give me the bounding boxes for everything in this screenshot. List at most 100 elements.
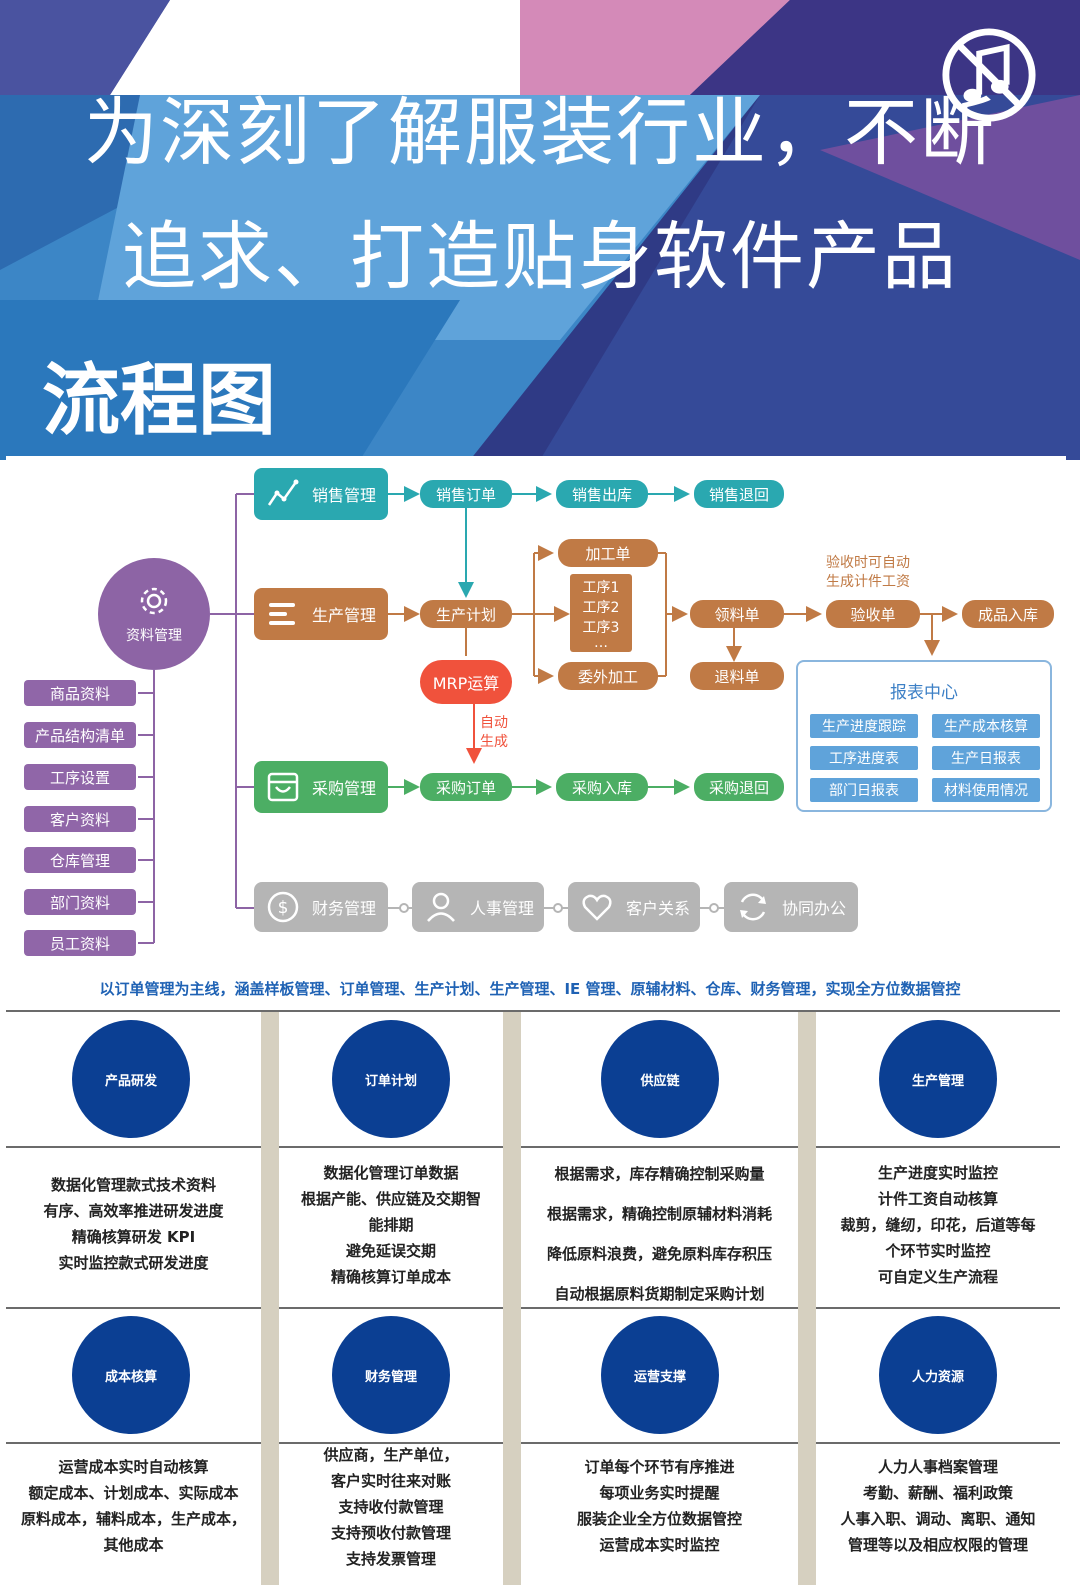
inspection-order[interactable]: 验收单	[826, 600, 920, 628]
grid-divider	[6, 1146, 1060, 1148]
feature-line: 运营成本实时监控	[599, 1536, 720, 1554]
feature-circle[interactable]: 供应链	[601, 1020, 719, 1138]
report-center: 报表中心 生产进度跟踪 生产成本核算 工序进度表 生产日报表 部门日报表 材料使…	[796, 660, 1052, 812]
feature-line: 裁剪，缝纫，印花，后道等每	[840, 1216, 1036, 1234]
feature-line: 根据产能、供应链及交期智	[300, 1190, 481, 1208]
feature-line: 计件工资自动核算	[877, 1190, 998, 1208]
mrp-calculation[interactable]: MRP运算	[420, 660, 512, 704]
feature-circle[interactable]: 产品研发	[72, 1020, 190, 1138]
report-item[interactable]: 工序进度表	[810, 746, 918, 770]
report-item[interactable]: 生产日报表	[932, 746, 1040, 770]
process-step: 工序1	[582, 580, 620, 596]
svg-text:$: $	[278, 898, 289, 918]
feature-line: 自动根据原料货期制定采购计划	[554, 1285, 765, 1303]
inspect-note: 验收时可自动 生成计件工资	[826, 554, 910, 592]
report-item[interactable]: 生产成本核算	[932, 714, 1040, 738]
header-banner: 为深刻了解服装行业，不断 追求、打造贴身软件产品 流程图	[0, 0, 1080, 460]
master-data-item[interactable]: 商品资料	[24, 680, 136, 706]
line-chart-icon	[266, 477, 300, 511]
process-order[interactable]: 加工单	[558, 539, 658, 567]
material-return[interactable]: 退料单	[690, 662, 784, 690]
purchase-return[interactable]: 采购退回	[694, 773, 784, 801]
feature-line: 支持预收付款管理	[330, 1524, 451, 1542]
crm-module-label: 客户关系	[626, 899, 691, 918]
feature-desc: 数据化管理款式技术资料 有序、高效率推进研发进度 精确核算研发 KPI 实时监控…	[6, 1172, 261, 1276]
outsource-processing[interactable]: 委外加工	[558, 662, 658, 690]
feature-line: 考勤、薪酬、福利政策	[862, 1484, 1013, 1502]
purchase-order[interactable]: 采购订单	[420, 773, 512, 801]
feature-line: 其他成本	[103, 1536, 164, 1554]
feature-line: 精确核算研发 KPI	[71, 1228, 196, 1246]
heart-icon	[580, 890, 614, 924]
purchase-module[interactable]: 采购管理	[254, 761, 388, 813]
feature-circle[interactable]: 人力资源	[879, 1316, 997, 1434]
report-center-title: 报表中心	[890, 683, 958, 703]
feature-circle[interactable]: 运营支撑	[601, 1316, 719, 1434]
finance-module[interactable]: $ 财务管理	[254, 882, 388, 932]
feature-circle[interactable]: 订单计划	[332, 1020, 450, 1138]
feature-line: 避免延误交期	[345, 1242, 436, 1260]
column-separator	[261, 1012, 279, 1585]
master-data-item[interactable]: 客户资料	[24, 806, 136, 832]
sales-return[interactable]: 销售退回	[694, 480, 784, 508]
feature-line: 支持发票管理	[345, 1550, 436, 1568]
feature-column: 产品研发 数据化管理款式技术资料 有序、高效率推进研发进度 精确核算研发 KPI…	[6, 1012, 261, 1585]
headline-line-2: 追求、打造贴身软件产品	[122, 214, 958, 300]
production-module-label: 生产管理	[312, 606, 377, 625]
report-item[interactable]: 生产进度跟踪	[810, 714, 918, 738]
feature-line: 可自定义生产流程	[877, 1268, 998, 1286]
feature-column: 订单计划 数据化管理订单数据 根据产能、供应链及交期智 能排期 避免延误交期 精…	[279, 1012, 503, 1585]
mrp-note: 自动 生成	[480, 714, 508, 752]
sales-module[interactable]: 销售管理	[254, 468, 388, 520]
feature-line: 运营成本实时自动核算	[58, 1458, 209, 1476]
material-pick[interactable]: 领料单	[690, 600, 784, 628]
finished-goods-in[interactable]: 成品入库	[962, 600, 1054, 628]
flowchart: 资料管理 商品资料 产品结构清单 工序设置 客户资料 仓库管理 部门资料 员工资…	[6, 456, 1066, 974]
feature-line: 根据需求，库存精确控制采购量	[554, 1165, 765, 1183]
sync-icon	[736, 890, 770, 924]
master-data-item[interactable]: 工序设置	[24, 764, 136, 790]
mrp-note-line: 自动	[480, 715, 508, 731]
feature-line: 供应商，生产单位，	[323, 1446, 459, 1464]
feature-circle[interactable]: 成本核算	[72, 1316, 190, 1434]
sales-out[interactable]: 销售出库	[556, 480, 648, 508]
feature-desc: 供应商，生产单位， 客户实时往来对账 支持收付款管理 支持预收付款管理 支持发票…	[279, 1442, 503, 1572]
person-icon	[424, 890, 458, 924]
music-off-icon[interactable]	[940, 26, 1038, 124]
inspect-note-line: 验收时可自动	[826, 555, 910, 571]
column-separator	[798, 1012, 816, 1585]
report-item[interactable]: 材料使用情况	[932, 778, 1040, 802]
feature-desc: 运营成本实时自动核算 额定成本、计划成本、实际成本 原料成本，辅料成本，生产成本…	[6, 1454, 261, 1558]
grid-divider	[6, 1307, 1060, 1309]
feature-line: 个环节实时监控	[885, 1242, 991, 1260]
sales-order[interactable]: 销售订单	[420, 480, 512, 508]
feature-line: 实时监控款式研发进度	[58, 1254, 209, 1272]
feature-line: 数据化管理订单数据	[323, 1164, 459, 1182]
report-item[interactable]: 部门日报表	[810, 778, 918, 802]
process-step: 工序3	[582, 620, 620, 636]
crm-module[interactable]: 客户关系	[568, 882, 700, 932]
features-grid: 产品研发 数据化管理款式技术资料 有序、高效率推进研发进度 精确核算研发 KPI…	[6, 1010, 1060, 1585]
feature-line: 订单每个环节有序推进	[584, 1458, 735, 1476]
feature-circle[interactable]: 财务管理	[332, 1316, 450, 1434]
hr-module[interactable]: 人事管理	[412, 882, 544, 932]
hr-module-label: 人事管理	[470, 899, 535, 918]
production-plan[interactable]: 生产计划	[420, 600, 512, 628]
process-steps: 工序1 工序2 工序3 …	[570, 574, 632, 652]
feature-desc: 人力人事档案管理 考勤、薪酬、福利政策 人事入职、调动、离职、通知 管理等以及相…	[816, 1454, 1060, 1558]
master-data-item[interactable]: 仓库管理	[24, 847, 136, 873]
process-step: …	[594, 635, 608, 651]
sales-module-label: 销售管理	[312, 486, 377, 505]
feature-line: 降低原料浪费，避免原料库存积压	[546, 1245, 772, 1263]
master-data-item[interactable]: 部门资料	[24, 889, 136, 915]
collab-module[interactable]: 协同办公	[724, 882, 858, 932]
purchase-in[interactable]: 采购入库	[556, 773, 648, 801]
feature-circle[interactable]: 生产管理	[879, 1020, 997, 1138]
production-module[interactable]: 生产管理	[254, 588, 388, 640]
section-title: 流程图	[42, 356, 277, 446]
feature-column: 供应链 根据需求，库存精确控制采购量 根据需求，精确控制原辅材料消耗 降低原料浪…	[521, 1012, 798, 1585]
master-data-item[interactable]: 产品结构清单	[24, 722, 136, 748]
hub-master-data[interactable]: 资料管理	[98, 558, 210, 670]
feature-line: 原料成本，辅料成本，生产成本，	[20, 1510, 246, 1528]
master-data-item[interactable]: 员工资料	[24, 930, 136, 956]
